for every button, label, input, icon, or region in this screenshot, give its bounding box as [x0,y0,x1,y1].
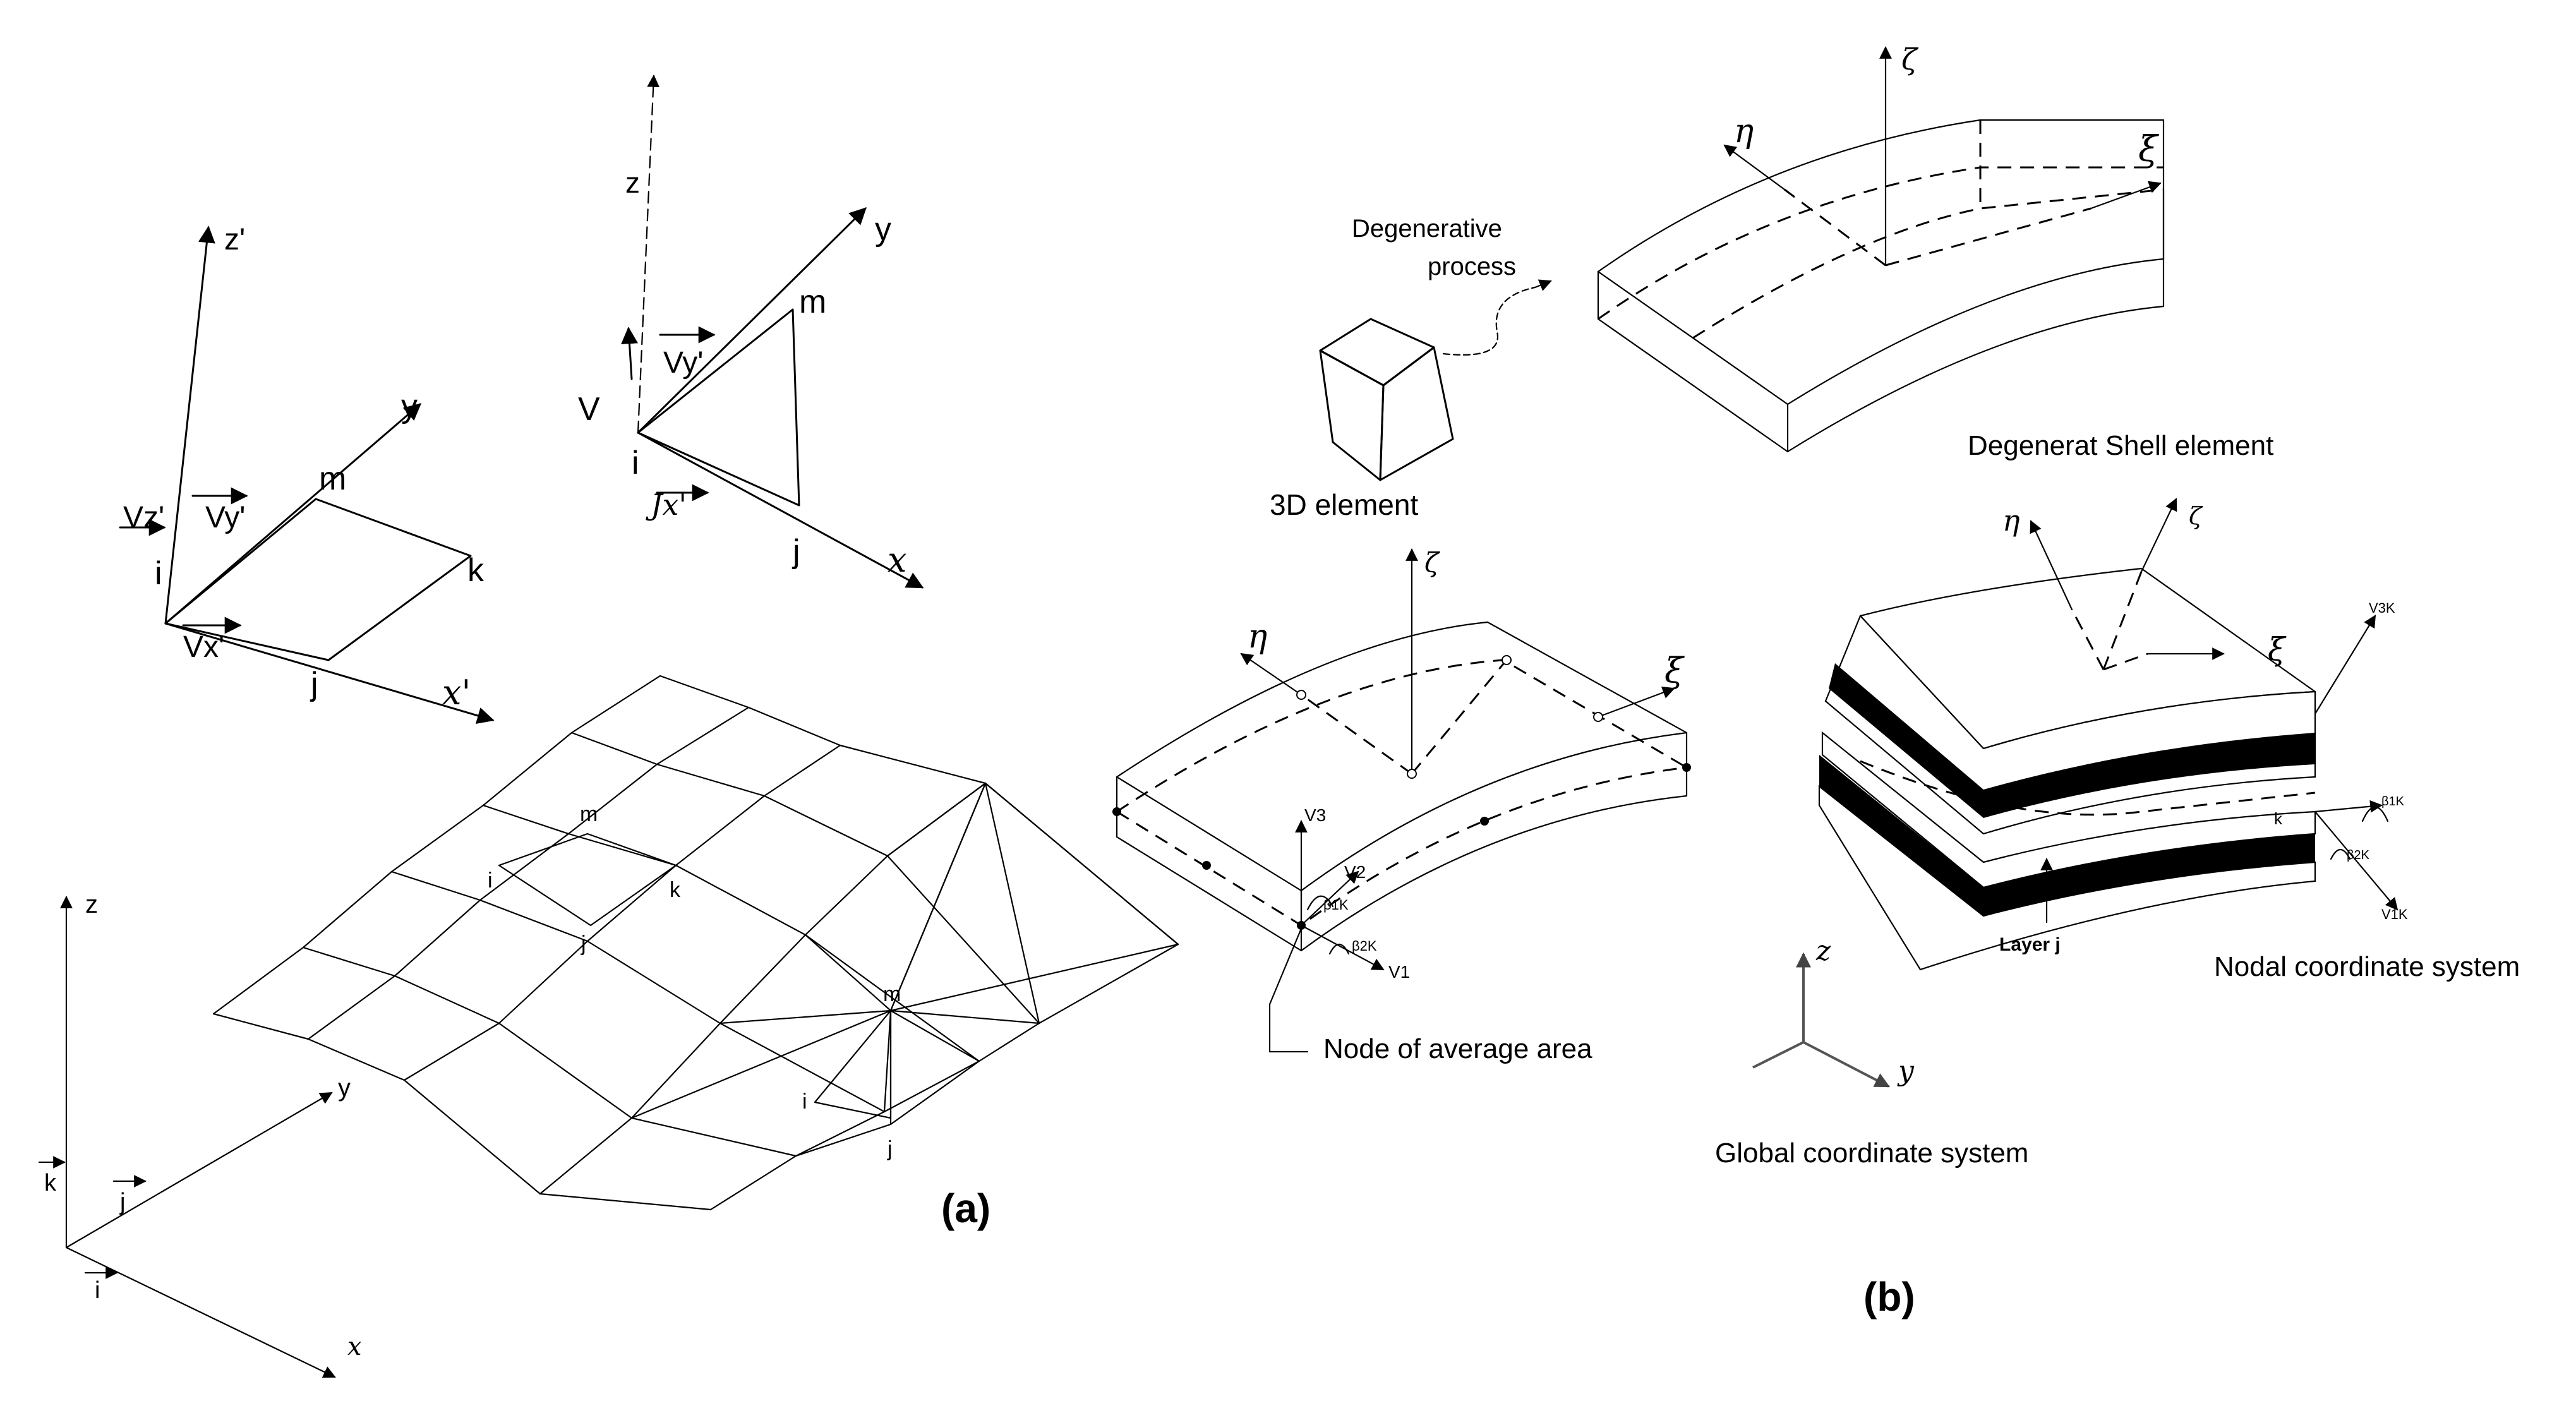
caption-a: (a) [941,1186,990,1231]
local-triad-right: z y x V Vy' Jx' i j m [578,75,924,589]
mesh-node-m1: m [580,802,598,826]
mesh-node-m2: m [883,982,901,1006]
mesh-global-axes: z y x k j i [38,891,362,1378]
mid-v3: V3 [1304,805,1326,825]
panel-b: ζ η ξ Degenerat Shell element Degenerati… [1112,42,2520,1320]
process-label-1: Degenerative [1352,215,1502,243]
mid-zeta: ζ [1424,547,1440,578]
layer-beta2: β2K [2347,848,2370,862]
label-z-prime: z' [224,223,245,256]
mid-v2: V2 [1344,862,1366,882]
label-vy-right: Vy' [663,346,703,380]
mid-xi: ξ [1664,651,1685,690]
panel-a: z' y x' Vz' Vy' Vx' i j m k z y x V Vy' [38,75,1179,1378]
label-z-right: z [625,166,640,199]
global-coordinate-system: z y Global coordinate system [1715,935,2028,1169]
mesh-axis-i: i [95,1277,100,1304]
node-k-left: k [467,552,485,589]
node-m-right: m [799,284,826,320]
layer-beta1: β1K [2381,795,2405,809]
fe-mesh: i j m k i j m [212,675,1179,1211]
mid-shell: ζ η ξ V3 V2 V1 β1K β2K Node of average a… [1112,547,1691,1064]
layer-node-k: k [2274,809,2283,828]
layer-eta: η [2002,503,2020,538]
mid-beta2: β2K [1352,938,1377,954]
layer-v1: V1K [2381,906,2408,922]
mesh-axis-k: k [44,1170,57,1196]
degenerate-shell: ζ η ξ Degenerat Shell element [1597,42,2273,461]
node-average-label: Node of average area [1323,1033,1592,1064]
layered-shell: ζ η ξ V3K V1K β1K β2K k Layer j Nodal co… [1818,498,2520,982]
label-vy: Vy' [205,501,245,534]
caption-b: (b) [1863,1274,1915,1320]
shell-zeta: ζ [1901,42,1919,76]
mesh-node-i1: i [488,869,493,893]
label-x-prime: x' [442,673,471,713]
mesh-node-k1: k [670,878,681,902]
label-jx-right: Jx' [646,488,687,522]
label-x-right: x [888,540,906,580]
mid-beta1: β1K [1323,897,1349,913]
mesh-node-i2: i [802,1090,807,1114]
node-j-right: j [791,533,800,570]
mesh-axis-j: j [119,1189,125,1215]
global-axis-z: z [1815,935,1831,967]
shell-xi: ξ [2138,129,2160,170]
process-label-2: process [1428,253,1516,280]
mesh-axis-y: y [338,1074,351,1102]
shell-eta: η [1734,112,1754,150]
layer-xi: ξ [2268,631,2287,668]
mesh-axis-z: z [85,891,98,918]
node-m-left: m [319,460,346,497]
local-triad-left: z' y x' Vz' Vy' Vx' i j m k [119,223,495,725]
element-3d-label: 3D element [1270,488,1418,521]
label-vz: Vz' [123,501,164,534]
cube-3d: Degenerative process 3D element [1270,215,1552,521]
label-y-right: y [875,211,891,248]
label-y: y [401,388,418,424]
node-i-right: i [632,445,639,481]
global-system-label: Global coordinate system [1715,1138,2028,1169]
label-v-right: V [578,391,600,428]
layer-zeta: ζ [2189,502,2203,530]
node-i-left: i [155,555,162,592]
nodal-system-label: Nodal coordinate system [2214,951,2520,982]
mid-eta: η [1248,618,1267,656]
mid-v1: V1 [1388,962,1410,982]
mesh-node-j2: j [887,1137,893,1161]
layer-v3: V3K [2369,600,2395,616]
shell-element-label: Degenerat Shell element [1968,430,2273,461]
mesh-axis-x: x [347,1332,362,1361]
layer-j-label: Layer j [1999,934,2061,955]
mesh-node-j1: j [581,932,586,956]
global-axis-y: y [1897,1055,1915,1087]
label-vx: Vx' [183,630,224,664]
node-j-left: j [310,666,318,702]
